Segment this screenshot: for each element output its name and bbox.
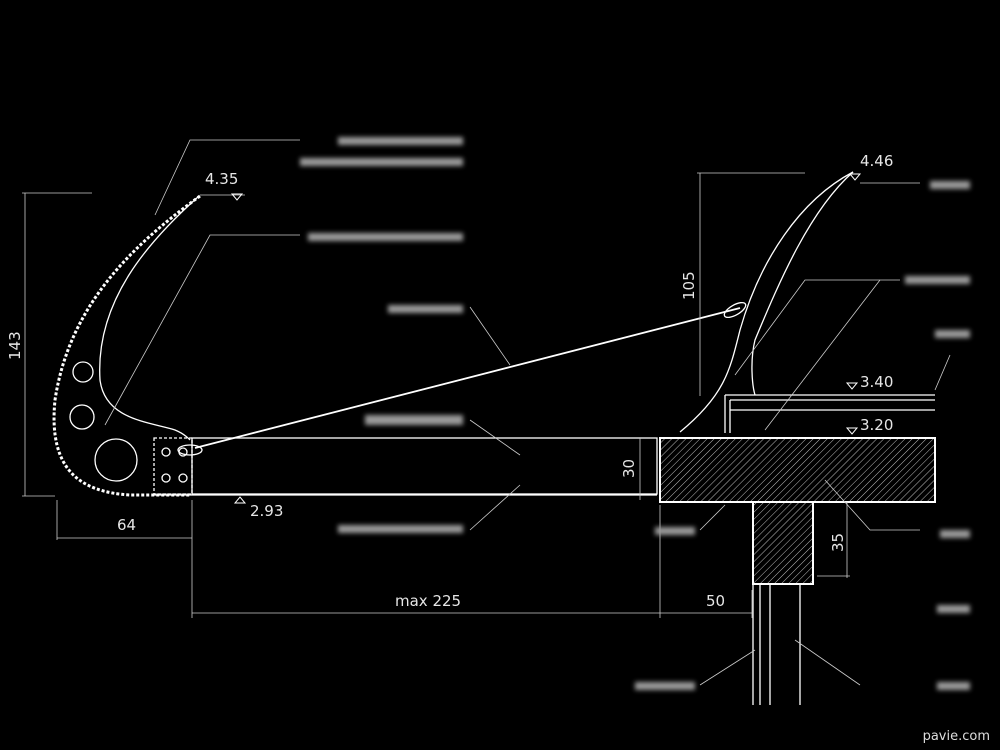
tension-cable <box>194 307 741 449</box>
dim-left-width: 64 <box>117 516 136 534</box>
dim-left-height: 143 <box>6 331 24 360</box>
right-fin <box>679 171 854 433</box>
dim-span: max 225 <box>395 592 461 610</box>
dim-wall: 50 <box>706 592 725 610</box>
dim-right-height: 105 <box>680 271 698 300</box>
level-right-tip: 4.46 <box>860 152 893 170</box>
left-hook-inner <box>99 195 200 441</box>
dim-beam-depth: 35 <box>829 533 847 552</box>
level-slab-top: 3.20 <box>860 416 893 434</box>
dim-deck-depth: 30 <box>620 459 638 478</box>
level-roof-top: 3.40 <box>860 373 893 391</box>
left-hook-outline <box>52 194 201 497</box>
watermark: pavie.com <box>922 729 990 744</box>
level-deck-bottom: 2.93 <box>250 502 283 520</box>
level-left-tip: 4.35 <box>205 170 238 188</box>
